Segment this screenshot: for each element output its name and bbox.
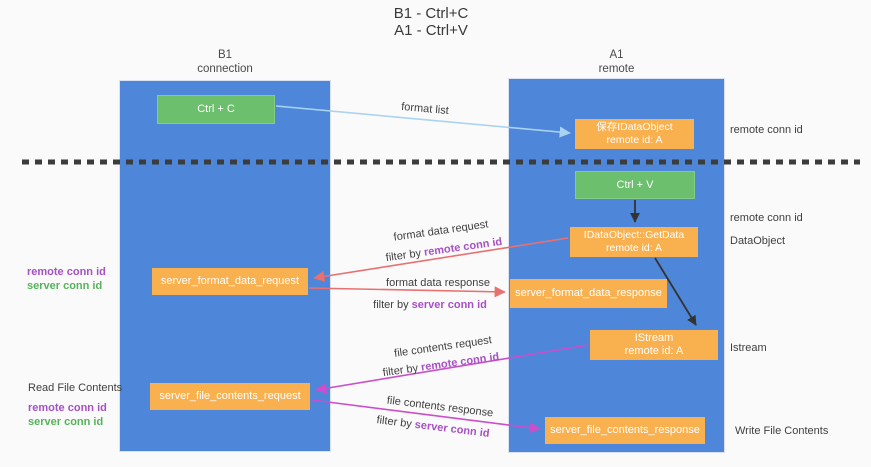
ctrl-c-box: Ctrl + C (157, 95, 275, 124)
dataobject-label: DataObject (730, 235, 786, 247)
getdata-line1: IDataObject::GetData (583, 229, 685, 241)
format-list-label: format list (400, 100, 450, 118)
server-format-data-response-label: server_format_data_response (515, 287, 662, 299)
istream-side-label: Istream (730, 342, 767, 354)
left-file-annotations: Read File Contents remote conn id server… (28, 381, 122, 429)
format-response-filter-label: filter by server conn id (373, 299, 487, 311)
server-format-data-request-label: server_format_data_request (160, 275, 300, 287)
right-remote-conn-id-label-2: remote conn id (730, 212, 803, 224)
column-header-b1: B1 connection (119, 48, 331, 76)
right-remote-conn-id-label-1: remote conn id (730, 124, 803, 136)
remote-conn-id-text: remote conn id (423, 235, 503, 259)
filter-by-text: filter by (385, 246, 425, 265)
column-b1-name: B1 (217, 49, 233, 61)
server-conn-id-text: server conn id (414, 418, 491, 440)
title-line-1: B1 - Ctrl+C (393, 5, 469, 22)
title-line-2: A1 - Ctrl+V (394, 22, 468, 39)
ctrl-c-label: Ctrl + C (197, 103, 235, 115)
column-a1-role: remote (598, 63, 635, 75)
save-idataobject-line2: remote id: A (606, 134, 663, 146)
left-conn-ids-format: remote conn id server conn id (27, 265, 106, 293)
istream-line1: IStream (634, 332, 674, 344)
istream-line2: remote id: A (624, 345, 684, 357)
idataobject-getdata-box: IDataObject::GetData remote id: A (570, 227, 698, 257)
filter-by-text: filter by (382, 361, 422, 380)
left-server-conn-id-label: server conn id (28, 416, 104, 428)
server-format-data-response-box: server_format_data_response (510, 279, 667, 308)
server-file-contents-request-label: server_file_contents_request (159, 390, 301, 402)
server-file-contents-request-box: server_file_contents_request (150, 383, 310, 410)
left-remote-conn-id-label: remote conn id (27, 266, 106, 278)
read-file-contents-label: Read File Contents (28, 382, 123, 394)
column-a1-name: A1 (609, 49, 624, 61)
format-data-response-label: format data response (386, 277, 490, 289)
column-header-a1: A1 remote (508, 48, 725, 76)
save-idataobject-box: 保存IDataObject remote id: A (575, 119, 694, 149)
istream-box: IStream remote id: A (590, 330, 718, 360)
server-format-data-request-box: server_format_data_request (152, 268, 308, 295)
getdata-line2: remote id: A (605, 242, 663, 254)
diagram-title: B1 - Ctrl+C A1 - Ctrl+V (331, 5, 531, 39)
write-file-contents-label: Write File Contents (735, 425, 829, 437)
server-conn-id-text: server conn id (411, 299, 487, 311)
server-file-contents-response-label: server_file_contents_response (550, 424, 700, 436)
filter-by-text: filter by (373, 299, 412, 311)
ctrl-v-label: Ctrl + V (616, 178, 654, 191)
file-response-filter-label: filter by server conn id (376, 414, 490, 440)
column-b1-role: connection (197, 63, 253, 75)
server-file-contents-response-box: server_file_contents_response (545, 417, 705, 444)
ctrl-v-box: Ctrl + V (575, 171, 695, 199)
filter-by-text: filter by (375, 414, 416, 431)
left-remote-conn-id-label: remote conn id (28, 402, 107, 414)
save-idataobject-line1: 保存IDataObject (596, 121, 673, 133)
file-contents-response-label: file contents response (386, 394, 494, 420)
left-server-conn-id-label: server conn id (27, 280, 103, 292)
